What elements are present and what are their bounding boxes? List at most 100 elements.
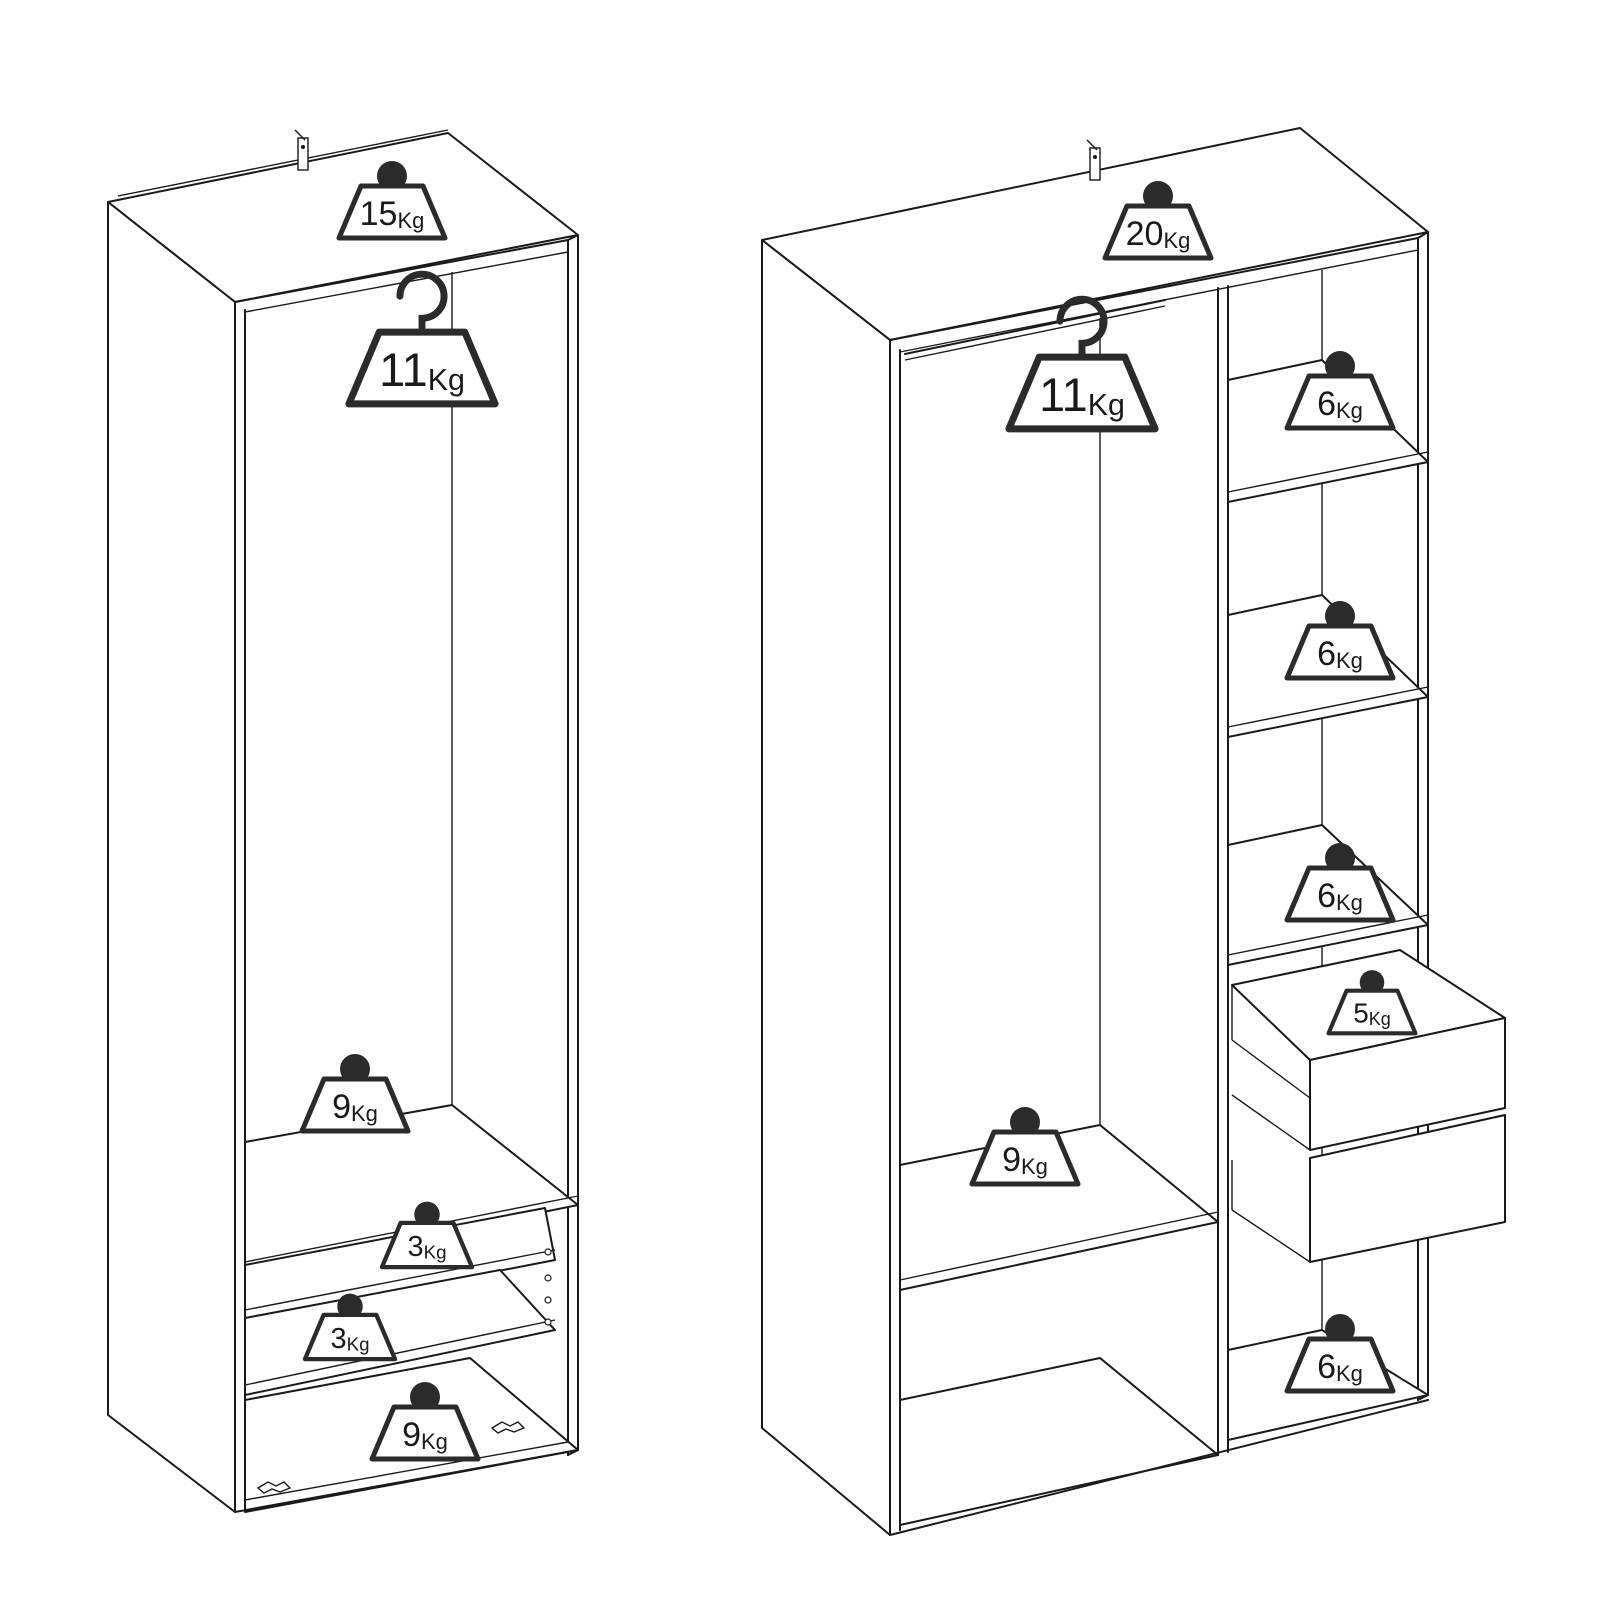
load-badge-wide-wardrobe-right-shelf-1: 6Kg — [1284, 351, 1396, 431]
wide-left-shelf-front — [899, 1211, 1219, 1281]
load-value: 6 — [1317, 1348, 1336, 1386]
load-badge-narrow-wardrobe-bottom: 9Kg — [369, 1382, 481, 1462]
load-unit: Kg — [424, 1242, 447, 1263]
wide-hanging-rail-edge — [904, 305, 1166, 361]
weight-icon — [1005, 353, 1159, 433]
load-unit: Kg — [397, 208, 424, 233]
load-value: 20 — [1126, 215, 1164, 253]
wall-bracket-icon — [1086, 139, 1101, 181]
hanger-hook-icon — [1056, 295, 1108, 361]
narrow-right-side-edge — [567, 234, 579, 1456]
load-value: 15 — [360, 195, 398, 233]
load-value: 3 — [331, 1323, 347, 1355]
load-value: 9 — [332, 1088, 351, 1126]
weight-icon — [1284, 373, 1396, 431]
load-badge-wide-wardrobe-top: 20Kg — [1102, 181, 1214, 261]
load-badge-wide-wardrobe-hanging-rail: 11Kg — [1005, 295, 1159, 433]
narrow-wardrobe — [107, 129, 579, 1513]
load-badge-wide-wardrobe-left-shelf: 9Kg — [969, 1107, 1081, 1187]
load-value: 11 — [1039, 369, 1088, 421]
weight-icon — [302, 1312, 398, 1362]
load-label: 5Kg — [1353, 998, 1391, 1029]
load-unit: Kg — [1336, 648, 1363, 673]
weight-icon — [379, 1220, 475, 1270]
load-value: 9 — [402, 1416, 421, 1454]
load-unit: Kg — [1021, 1154, 1048, 1179]
load-label: 9Kg — [402, 1416, 448, 1454]
wide-right-shelf-2-front — [1227, 686, 1429, 728]
load-badge-narrow-wardrobe-upper-shelf: 9Kg — [299, 1054, 411, 1134]
weight-icon — [369, 1404, 481, 1462]
load-label: 11Kg — [379, 344, 465, 397]
wide-top-front-edge — [889, 237, 1419, 341]
load-label: 11Kg — [1039, 369, 1125, 422]
load-badge-wide-wardrobe-right-bottom: 6Kg — [1284, 1314, 1396, 1394]
load-value: 6 — [1317, 635, 1336, 673]
load-unit: Kg — [1336, 1361, 1363, 1386]
load-value: 6 — [1317, 877, 1336, 915]
narrow-shelf-3-front — [244, 1319, 556, 1386]
weight-icon — [336, 183, 448, 241]
load-value: 11 — [379, 344, 428, 396]
narrow-left-side-panel — [107, 201, 236, 1513]
weight-icon — [1326, 988, 1418, 1036]
weight-icon — [299, 1076, 411, 1134]
wide-right-shelf-1-front — [1227, 451, 1429, 493]
load-label: 9Kg — [1002, 1141, 1048, 1179]
weight-icon — [1284, 865, 1396, 923]
load-label: 6Kg — [1317, 1348, 1363, 1386]
load-badge-narrow-wardrobe-shelf-2: 3Kg — [379, 1201, 475, 1270]
narrow-shelf-3 — [244, 1269, 556, 1396]
load-badge-narrow-wardrobe-hanging-rail: 11Kg — [345, 270, 499, 408]
fitting-icon — [256, 1481, 292, 1494]
load-unit: Kg — [1336, 890, 1363, 915]
load-label: 15Kg — [360, 195, 425, 233]
wide-right-side-edge — [1417, 231, 1429, 1401]
load-value: 5 — [1353, 998, 1369, 1029]
weight-icon — [345, 328, 499, 408]
load-badge-wide-wardrobe-right-shelf-3: 6Kg — [1284, 843, 1396, 923]
load-label: 20Kg — [1126, 215, 1191, 253]
weight-icon — [1284, 623, 1396, 681]
weight-icon — [1102, 203, 1214, 261]
narrow-shelf-2-front — [244, 1249, 556, 1311]
wide-base-front — [889, 1399, 1429, 1536]
load-badge-narrow-wardrobe-top: 15Kg — [336, 161, 448, 241]
narrow-base-inner — [244, 1441, 569, 1501]
load-label: 6Kg — [1317, 385, 1363, 423]
load-label: 6Kg — [1317, 635, 1363, 673]
load-unit: Kg — [1163, 228, 1190, 253]
narrow-top-back-edge — [117, 129, 449, 197]
shelf-pin-hole — [544, 1296, 552, 1304]
wall-bracket-icon — [294, 129, 309, 171]
wide-left-bottom — [899, 1357, 1219, 1526]
load-badge-wide-wardrobe-drawer: 5Kg — [1326, 970, 1418, 1036]
wide-hanging-rail — [904, 299, 1166, 355]
hanger-hook-icon — [396, 270, 448, 336]
weight-icon — [969, 1129, 1081, 1187]
load-label: 6Kg — [1317, 877, 1363, 915]
wide-right-shelf-1 — [1227, 359, 1429, 503]
wide-wardrobe — [761, 127, 1506, 1536]
shelf-pin-hole — [544, 1248, 552, 1256]
fitting-icon — [490, 1421, 526, 1434]
narrow-top-front-edge — [234, 239, 569, 303]
load-unit: Kg — [1369, 1009, 1391, 1029]
load-value: 3 — [408, 1231, 424, 1263]
load-value: 6 — [1317, 385, 1336, 423]
shelf-pin-hole — [544, 1274, 552, 1282]
load-unit: Kg — [347, 1334, 370, 1355]
wide-drawer-lower — [1231, 1094, 1506, 1263]
wide-left-side-panel — [761, 239, 891, 1536]
load-unit: Kg — [351, 1101, 378, 1126]
load-value: 9 — [1002, 1141, 1021, 1179]
shelf-pin-hole — [544, 1318, 552, 1326]
load-badge-wide-wardrobe-right-shelf-2: 6Kg — [1284, 601, 1396, 681]
load-unit: Kg — [1336, 398, 1363, 423]
load-badge-narrow-wardrobe-shelf-3: 3Kg — [302, 1293, 398, 1362]
narrow-base-front — [234, 1449, 579, 1513]
load-unit: Kg — [428, 363, 465, 397]
